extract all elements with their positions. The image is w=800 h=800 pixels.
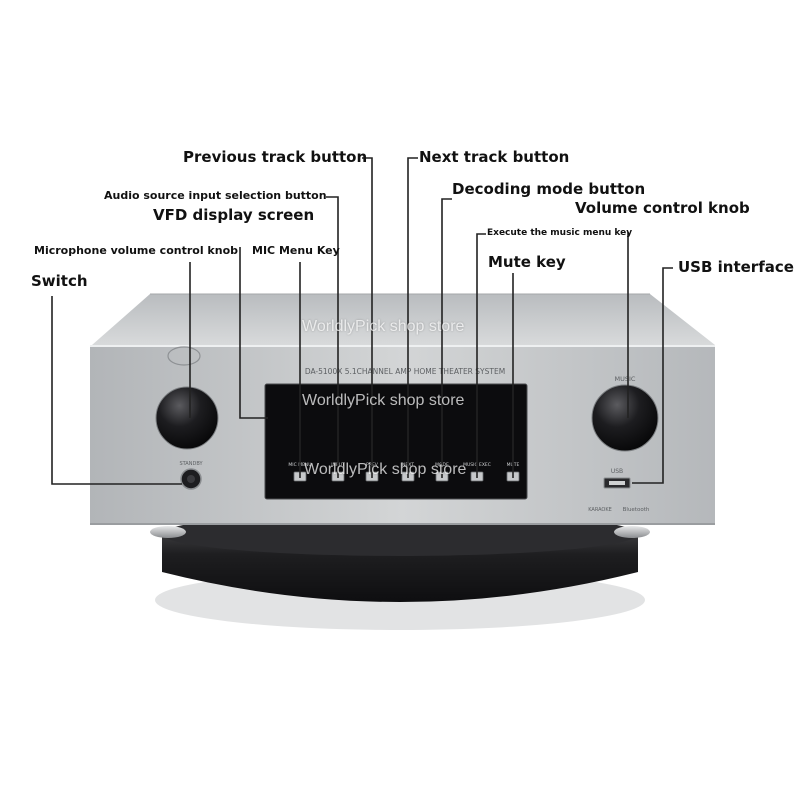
label-mic-menu: MIC Menu Key bbox=[252, 244, 340, 257]
leader-next-track bbox=[407, 157, 418, 478]
label-mute: Mute key bbox=[488, 253, 566, 271]
label-decoding-mode: Decoding mode button bbox=[452, 180, 646, 198]
usb-label: USB bbox=[611, 468, 623, 475]
vfd-display bbox=[265, 384, 527, 499]
brand-logo bbox=[167, 346, 201, 366]
music-label: MUSIC bbox=[615, 375, 636, 383]
label-previous-track: Previous track button bbox=[183, 148, 368, 166]
label-volume-knob: Volume control knob bbox=[575, 199, 750, 217]
watermark-2: WorldlyPick shop store bbox=[302, 392, 465, 409]
label-switch: Switch bbox=[31, 272, 88, 290]
bluetooth-label: Bluetooth bbox=[623, 507, 650, 513]
mic-volume-knob bbox=[156, 387, 218, 449]
label-mic-volume-knob: Microphone volume control knob bbox=[34, 244, 239, 257]
standby-label: STANDBY bbox=[179, 461, 203, 467]
volume-knob bbox=[592, 385, 658, 451]
model-text: DA-5100X 5.1CHANNEL AMP HOME THEATER SYS… bbox=[305, 367, 505, 376]
foot-right bbox=[614, 526, 650, 538]
label-audio-source: Audio source input selection button bbox=[104, 189, 327, 202]
leader-switch bbox=[51, 296, 182, 485]
watermark-3: WorldlyPick shop store bbox=[304, 461, 467, 478]
label-next-track: Next track button bbox=[419, 148, 570, 166]
leader-audio-source bbox=[326, 196, 339, 478]
label-usb: USB interface bbox=[678, 258, 794, 276]
karaoke-label: KARAOKE bbox=[588, 507, 612, 513]
leader-vfd-display bbox=[239, 247, 268, 419]
watermark-1: WorldlyPick shop store bbox=[302, 318, 465, 335]
foot-left bbox=[150, 526, 186, 538]
label-vfd-display: VFD display screen bbox=[153, 206, 315, 224]
leader-usb bbox=[632, 267, 673, 484]
label-execute-music-menu: Execute the music menu key bbox=[487, 228, 633, 238]
leader-decoding-mode bbox=[441, 198, 452, 478]
leader-previous-track bbox=[362, 157, 373, 478]
leader-execute-music-menu bbox=[476, 233, 486, 478]
chassis-top bbox=[92, 294, 715, 345]
